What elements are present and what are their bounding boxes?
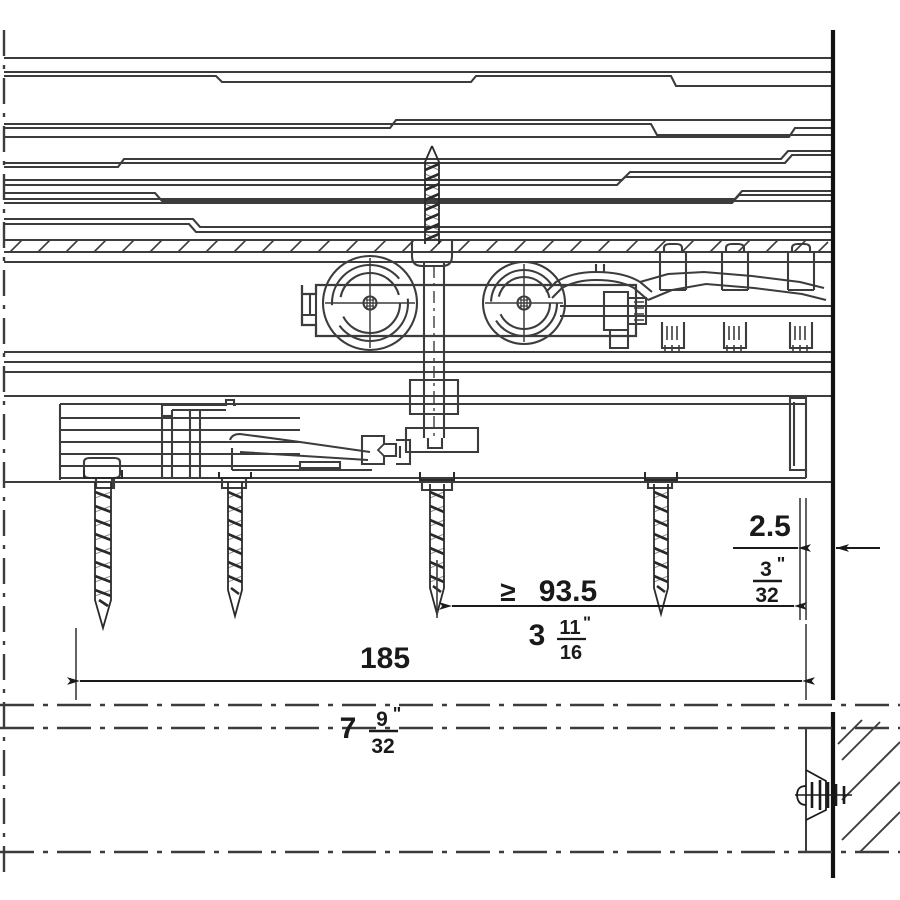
roller-wheel-right [481,260,567,346]
dimension-clearance [733,498,880,620]
min-spacing-metric-value: 93.5 [539,575,597,608]
min-spacing-imperial-denominator: 16 [560,642,582,664]
clearance-imperial-denominator: 32 [755,584,778,607]
min-spacing-inch-mark: " [583,613,591,632]
clearance-inch-mark: " [777,554,786,574]
mounting-screw-4 [644,472,678,618]
overall-metric-value: 185 [360,642,410,675]
mounting-screw-2 [218,472,252,620]
lower-section [0,703,900,854]
suspension-hanger [404,240,480,454]
retainer-clip-1 [658,242,688,352]
mounting-screw-1 [83,470,123,632]
dimension-min-spacing [436,560,807,618]
min-spacing-prefix: ≥ [500,576,515,607]
rail-bottom-tabs [94,478,674,492]
min-spacing-imperial-numerator: 11 [559,617,580,639]
clearance-metric-value: 2.5 [749,510,791,543]
overall-imperial-numerator: 9 [376,708,388,731]
overall-inch-mark: " [393,704,402,724]
wall-section-hatch [795,719,900,853]
roller-wheel-left [321,254,419,352]
suspension-screw [424,145,440,244]
dimension-overall [67,624,815,700]
damper-cartridge [602,290,648,350]
latch-mechanism [160,398,412,478]
overall-imperial-denominator: 32 [371,735,394,758]
track-header-band [4,238,832,254]
overall-imperial-whole: 7 [340,712,357,745]
min-spacing-imperial-whole: 3 [529,619,546,652]
soft-close-arm [545,264,827,302]
retainer-clip-3 [786,242,816,352]
carriage-housing [4,260,832,374]
door-top-rail [4,394,832,490]
retainer-clip-2 [720,242,750,352]
retainer-clips [560,242,832,352]
clearance-imperial-numerator: 3 [760,558,772,581]
ceiling-profile-lines [4,56,832,234]
